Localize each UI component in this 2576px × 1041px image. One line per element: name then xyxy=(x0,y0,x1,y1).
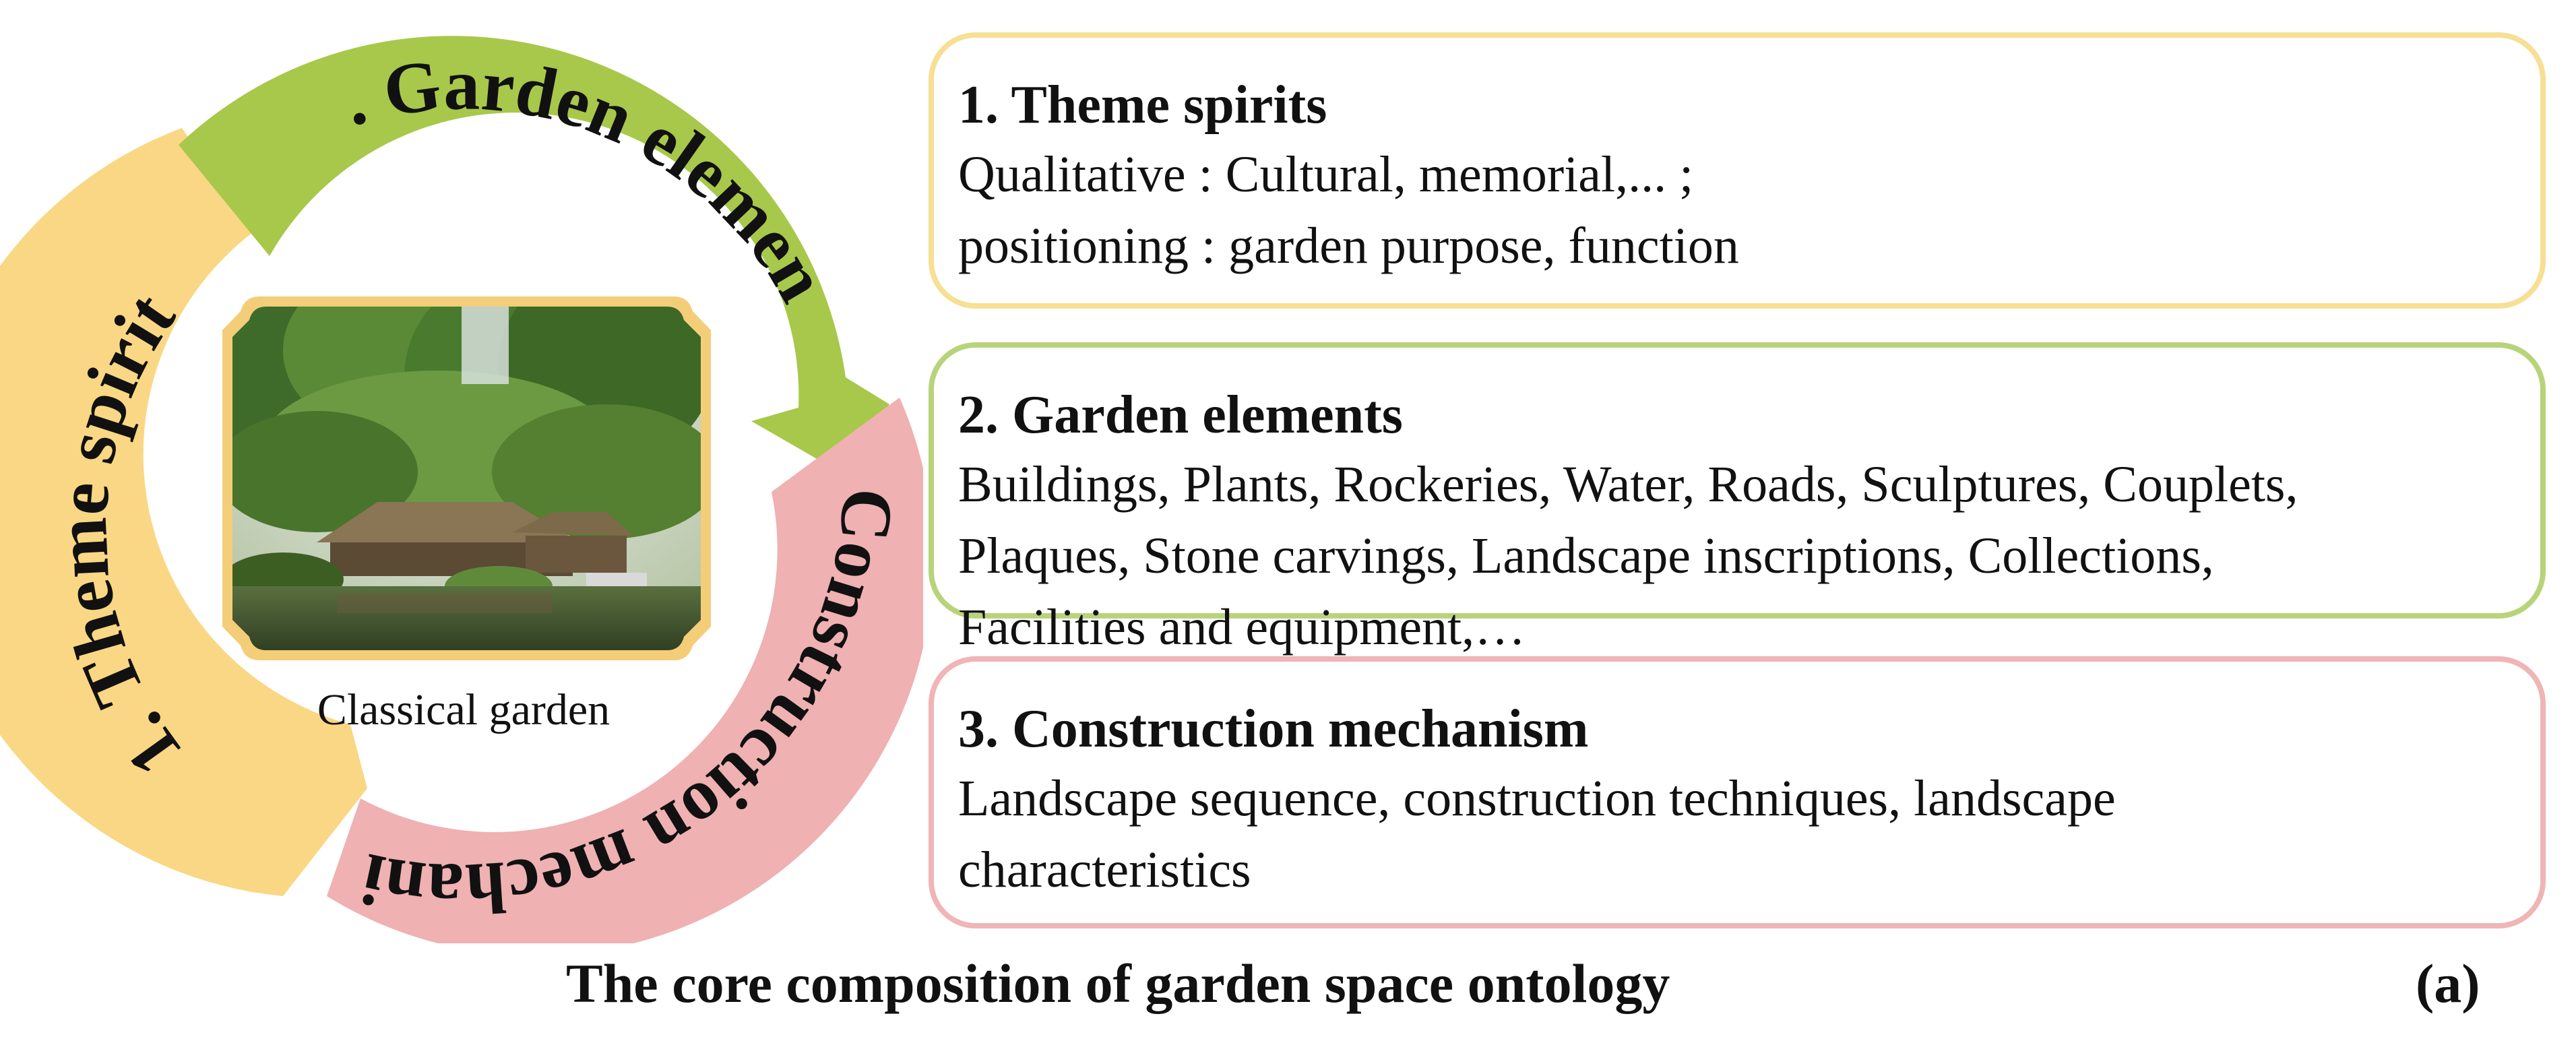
cycle-diagram: 1. Theme spirit 2. Garden elements 3. Co… xyxy=(0,0,923,943)
segment-construction-mechanism xyxy=(327,398,923,943)
box-line: Buildings, Plants, Rockeries, Water, Roa… xyxy=(958,456,2298,513)
main-title: The core composition of garden space ont… xyxy=(566,953,1670,1014)
segment-garden-elements xyxy=(179,36,889,472)
box-line: Landscape sequence, construction techniq… xyxy=(958,770,2116,827)
panel-label: (a) xyxy=(2416,953,2480,1014)
box-construction-mechanism: 3. Construction mechanism Landscape sequ… xyxy=(929,656,2546,928)
box-garden-elements: 2. Garden elements Buildings, Plants, Ro… xyxy=(929,342,2546,656)
box-line: Qualitative : Cultural, memorial,... ; xyxy=(958,146,1694,203)
box-title: 1. Theme spirits xyxy=(958,75,1327,135)
box-line: Facilities and equipment,… xyxy=(958,599,1526,656)
box-line: characteristics xyxy=(958,842,1251,898)
box-line: positioning : garden purpose, function xyxy=(958,218,1739,274)
box-title: 3. Construction mechanism xyxy=(958,699,1589,759)
garden-photo xyxy=(232,307,701,650)
box-line: Plaques, Stone carvings, Landscape inscr… xyxy=(958,528,2214,584)
box-title: 2. Garden elements xyxy=(958,385,1403,445)
box-theme-spirits: 1. Theme spirits Qualitative : Cultural,… xyxy=(929,32,2546,309)
center-caption: Classical garden xyxy=(317,685,610,734)
segment-theme-spirit xyxy=(0,128,367,896)
